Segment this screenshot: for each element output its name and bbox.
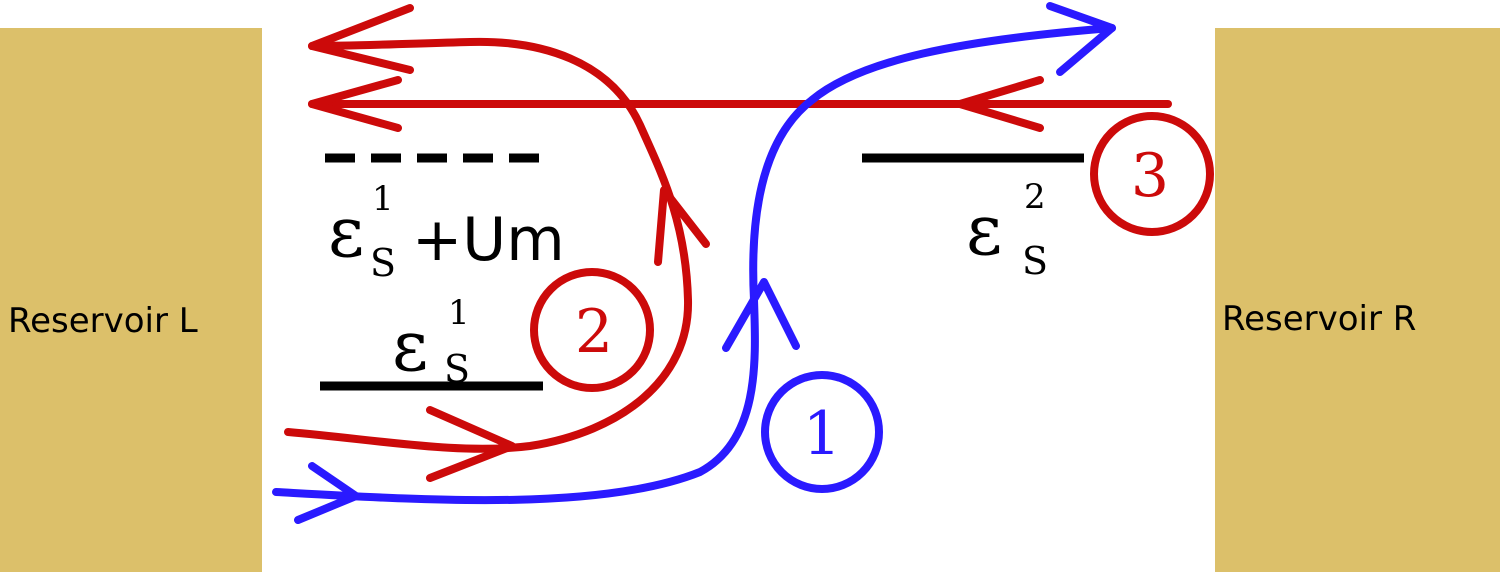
eps-superscript: 1 — [448, 293, 470, 333]
red-arrowhead-bottom — [426, 406, 516, 482]
red-arrowhead-left-top — [308, 76, 402, 132]
reservoir-left-label: Reservoir L — [8, 301, 198, 341]
marker-1: 1 — [761, 371, 883, 493]
label-eps2: ε 2 S — [966, 177, 1048, 283]
marker-2: 2 — [530, 268, 654, 392]
reservoir-left — [0, 28, 262, 572]
marker-3-number: 3 — [1131, 141, 1169, 211]
blue-arrowhead-up — [722, 278, 800, 352]
marker-2-circle — [530, 268, 654, 392]
red-arrowhead-up — [654, 186, 710, 266]
eps-superscript: 1 — [372, 179, 394, 219]
red-path-loop — [284, 37, 693, 453]
blue-path-group — [272, 2, 1116, 524]
marker-3-circle — [1090, 112, 1214, 236]
red-arrowhead-left-upper — [308, 4, 414, 74]
red-paths — [284, 4, 1172, 482]
red-arrowhead-mid-right — [956, 76, 1044, 132]
eps-subscript: S — [1022, 239, 1048, 283]
eps-subscript: S — [370, 241, 396, 285]
eps-subscript: S — [444, 347, 470, 391]
eps-symbol: ε — [966, 189, 1002, 271]
label-eps1: ε 1 S — [392, 293, 470, 391]
marker-2-number: 2 — [575, 297, 613, 367]
blue-arrowhead-top-right — [1046, 2, 1116, 76]
reservoir-right — [1215, 28, 1500, 572]
blue-arrowhead-bottom — [294, 462, 360, 524]
marker-3: 3 — [1090, 112, 1214, 236]
eps-superscript: 2 — [1024, 177, 1046, 217]
plus-um-text: +Um — [412, 205, 565, 275]
marker-1-number: 1 — [803, 399, 841, 469]
marker-1-circle — [761, 371, 883, 493]
eps-symbol: ε — [392, 305, 428, 387]
label-eps1-plus-um: ε 1 S +Um — [328, 179, 565, 285]
eps-symbol: ε — [328, 191, 364, 273]
reservoir-right-label: Reservoir R — [1222, 299, 1416, 339]
